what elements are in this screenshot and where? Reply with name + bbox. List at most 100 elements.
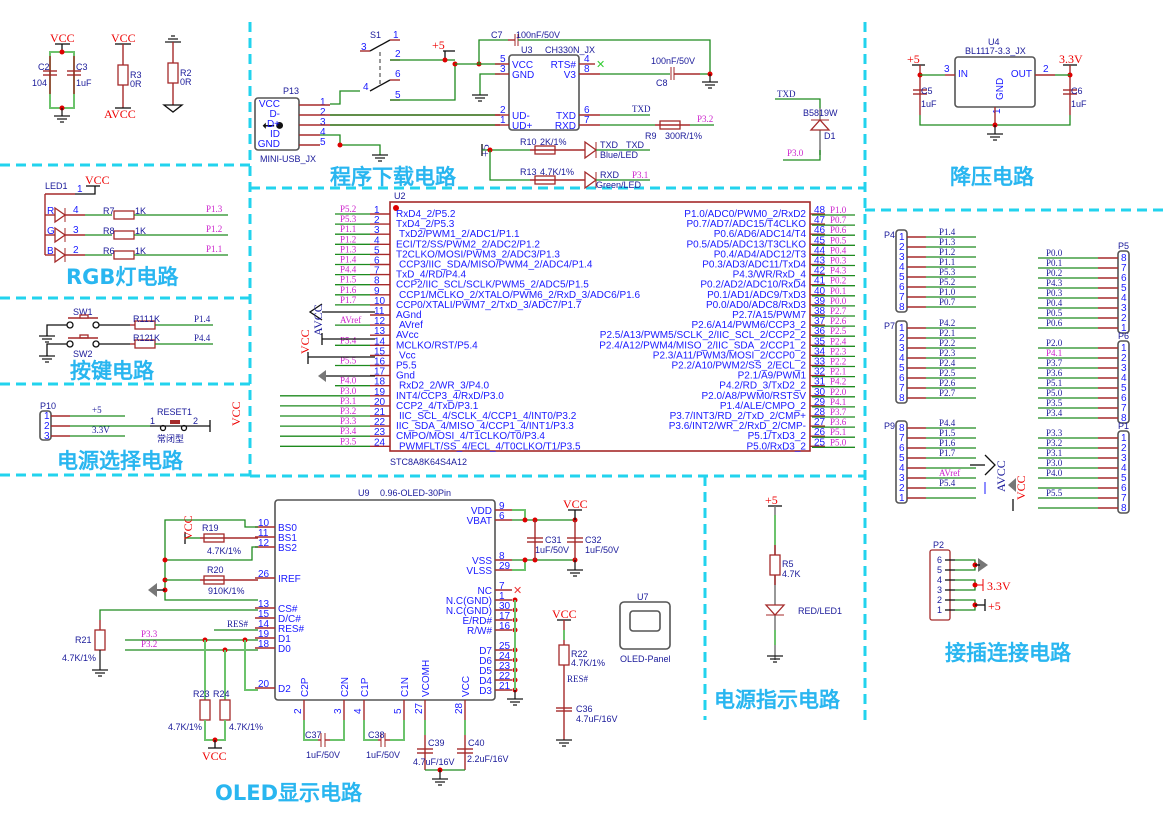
- res-net-label: RES#: [227, 619, 249, 629]
- label-text: P3.2: [340, 406, 356, 416]
- label-text: 7: [1121, 403, 1127, 414]
- label-text: P3.7: [1046, 358, 1063, 368]
- label-text: 7: [374, 266, 380, 277]
- label-text: 3: [320, 117, 326, 128]
- c2-ref: C2: [38, 62, 50, 72]
- ground-symbol-icon: [978, 558, 988, 572]
- label-text: R: [47, 206, 54, 217]
- label-text: P0.3: [1046, 288, 1063, 298]
- label-text: P4.2: [830, 377, 846, 387]
- label-text: D0: [278, 644, 291, 655]
- c32-vcc-label: VCC: [563, 497, 588, 511]
- label-text: P4.3/WR/RxD_4: [733, 270, 807, 281]
- ch330n-chip: [508, 54, 580, 131]
- label-text: 28: [814, 407, 826, 418]
- label-text: P4.3: [1046, 278, 1063, 288]
- label-text: BS0: [278, 523, 297, 534]
- label-text: 23: [499, 661, 511, 672]
- label-text: P0.2/AD2/ADC10/RxD4: [700, 280, 806, 291]
- label-text: P1.6: [340, 285, 357, 295]
- label-text: D+: [267, 119, 280, 130]
- ind-plus5-label: +5: [765, 493, 778, 507]
- label-text: 20: [258, 679, 270, 690]
- label-text: P5.3: [340, 214, 357, 224]
- u4-ref: U4: [988, 37, 1000, 47]
- label-text: P5.3: [939, 267, 956, 277]
- label-text: GND: [995, 78, 1006, 100]
- label-text: 8: [899, 423, 905, 434]
- label-text: 45: [814, 235, 826, 246]
- label-text: P1.1: [206, 244, 222, 254]
- label-text: 5: [1121, 283, 1127, 294]
- label-text: VCC: [512, 60, 533, 71]
- r5-value: 4.7K: [782, 569, 801, 579]
- label-text: 34: [814, 346, 826, 357]
- label-text: 4: [1121, 463, 1127, 474]
- label-text: 15: [374, 346, 386, 357]
- label-text: 3: [44, 431, 50, 442]
- label-text: P0.2: [830, 276, 846, 286]
- r13-ref: R13: [520, 167, 537, 177]
- label-text: 1K: [135, 206, 146, 216]
- label-text: P3.6/INT2/WR_2/RxD_2/CMP-: [669, 421, 806, 432]
- section-title-keys: 按键电路: [70, 359, 155, 383]
- label-text: P3.4: [1046, 408, 1063, 418]
- c31-value: 1uF/50V: [535, 545, 569, 555]
- label-text: P2.3/A11/PWM3/MOSI_2/CCP0_2: [653, 350, 807, 361]
- label-text: OUT: [1011, 69, 1032, 80]
- label-text: P4.4: [194, 333, 211, 343]
- gnd-arrow-icon: [1008, 478, 1016, 492]
- label-text: UD-: [512, 111, 530, 122]
- p2-pin: 6: [937, 555, 955, 565]
- c7-ref: C7: [491, 30, 503, 40]
- label-text: P0.0: [830, 296, 847, 306]
- label-text: P0.0/AD0/ADC8/RxD3: [706, 300, 806, 311]
- label-text: P0.3: [830, 256, 847, 266]
- section-title-connector: 接插连接电路: [945, 641, 1072, 665]
- label-text: P4.0: [1046, 468, 1063, 478]
- r19-vcc-label: VCC: [181, 515, 195, 540]
- p1-vcc-label: VCC: [1014, 475, 1028, 500]
- label-text: P3.3: [1046, 428, 1063, 438]
- label-text: P1.5: [939, 428, 956, 438]
- label-text: RxD2_2/WR_3/P4.0: [399, 381, 489, 392]
- p2-ref: P2: [933, 540, 944, 550]
- label-text: P5.2: [939, 277, 955, 287]
- label-text: 32: [814, 367, 826, 378]
- regulator-block: U4 BL1117-3.3_JX IN OUT GND 3 2 1 +5 C5 …: [907, 37, 1087, 141]
- label-text: 21: [499, 681, 511, 692]
- p2-pin: 5: [937, 565, 955, 575]
- label-text: 42: [814, 266, 826, 277]
- r24-ref: R24: [213, 689, 230, 699]
- label-text: 1: [899, 323, 905, 334]
- label-text: 4: [1121, 293, 1127, 304]
- label-text: R/W#: [467, 626, 492, 637]
- label-text: P1.2: [340, 234, 356, 244]
- label-text: 3: [1121, 453, 1127, 464]
- label-text: PWMFLT/SS_4/ECL_4/T0CLKO/T1/P3.5: [399, 441, 581, 452]
- label-text: P2.7: [939, 388, 956, 398]
- label-text: P3.6: [1046, 368, 1063, 378]
- p32-net: P3.2: [141, 639, 157, 649]
- label-text: P3.0: [1046, 458, 1063, 468]
- label-text: IIC_SDA_4/MISO_4/CCP1_4/INT1/P3.3: [396, 421, 574, 432]
- label-text: 29: [499, 561, 511, 572]
- label-text: P7: [884, 321, 895, 331]
- label-text: P1.3: [340, 244, 357, 254]
